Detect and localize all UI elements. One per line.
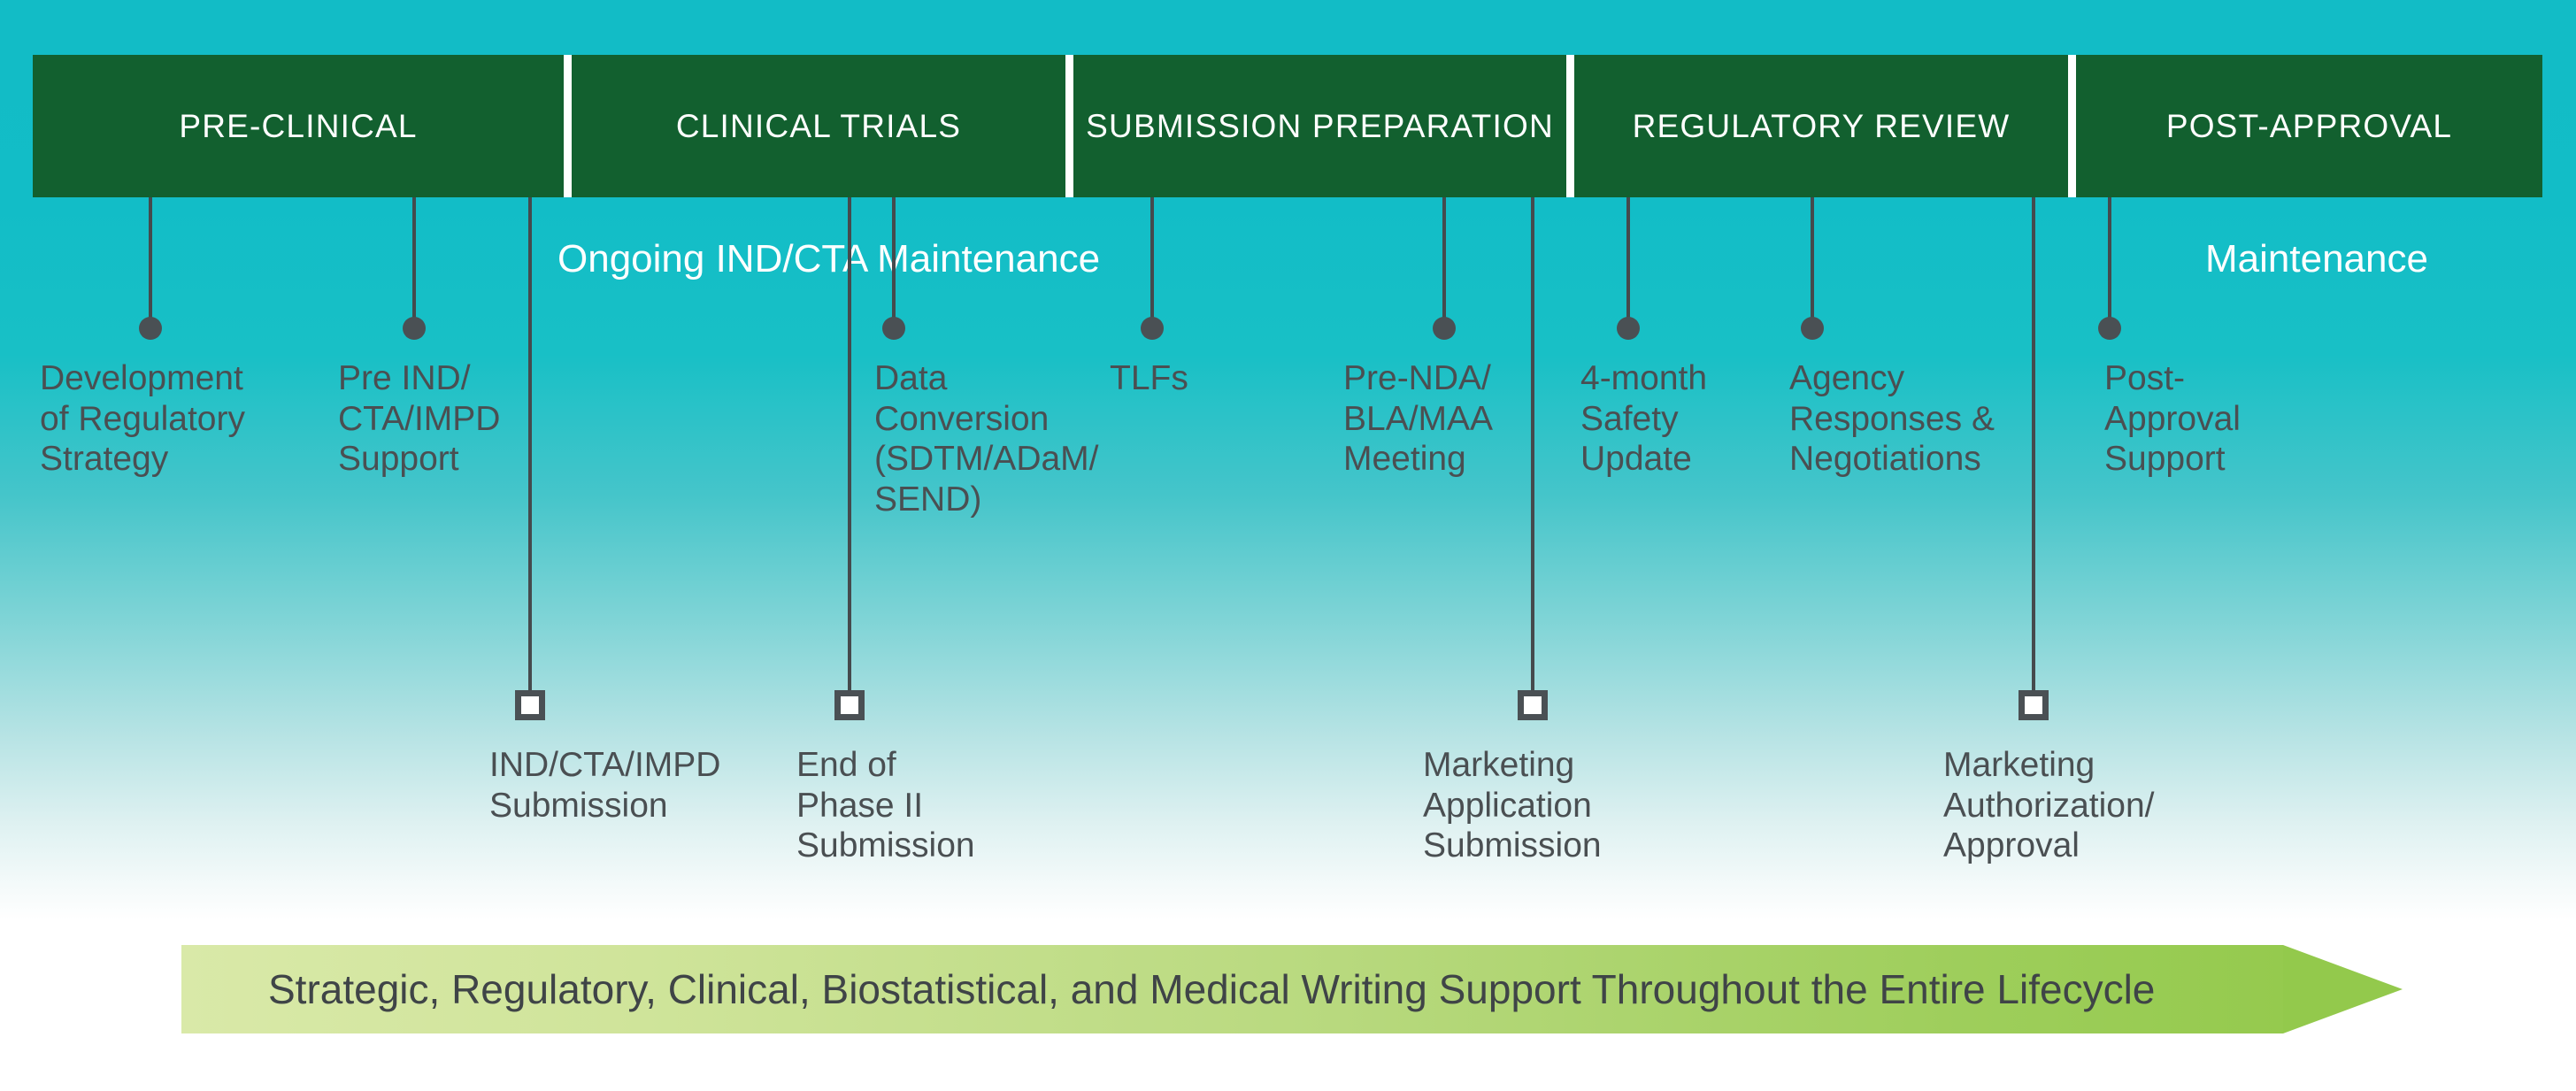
activity-marker-tlfs[interactable] [1141,317,1164,340]
activity-marker-development-of-regulatory-strategy[interactable] [139,317,162,340]
milestone-marker-marketing-application-submission[interactable] [1518,690,1548,720]
connector-activity-2 [412,197,416,321]
connector-activity-1 [149,197,152,321]
connector-activity-4 [1150,197,1154,321]
milestone-label-marketing-application-submission: Marketing Application Submission [1423,746,1602,865]
milestone-label-marketing-authorization-approval: Marketing Authorization/ Approval [1943,746,2155,865]
connector-milestone-2 [848,197,851,690]
connector-activity-5 [1442,197,1446,321]
lifecycle-support-banner: Strategic, Regulatory, Clinical, Biostat… [181,945,2403,1033]
connector-activity-8 [2108,197,2111,321]
activity-label-post-approval-support: Post- Approval Support [2104,359,2241,479]
milestone-marker-end-of-phase-ii-submission[interactable] [834,690,865,720]
connector-activity-3 [892,197,896,321]
activity-label-tlfs: TLFs [1110,359,1188,397]
activity-label-development-of-regulatory-strategy: Development of Regulatory Strategy [40,359,245,479]
phase-divider-4 [2068,55,2076,197]
milestone-marker-marketing-authorization-approval[interactable] [2019,690,2049,720]
activity-label-4-month-safety-update: 4-month Safety Update [1580,359,1708,479]
phase-regulatory-review[interactable]: REGULATORY REVIEW [1632,107,2011,144]
phase-clinical-trials[interactable]: CLINICAL TRIALS [675,107,962,144]
connector-activity-6 [1626,197,1630,321]
phase-divider-1 [564,55,572,197]
activity-label-agency-responses-negotiations: Agency Responses & Negotiations [1789,359,1995,479]
connector-milestone-4 [2032,197,2035,690]
connector-milestone-1 [528,197,532,690]
phase-pre-clinical[interactable]: PRE-CLINICAL [179,107,418,144]
banner-arrow-tip-icon [2283,945,2403,1033]
phase-divider-2 [1065,55,1073,197]
activity-marker-pre-ind-cta-impd-support[interactable] [403,317,426,340]
band-label-maintenance: Maintenance [2205,237,2428,280]
band-label-ongoing-maintenance: Ongoing IND/CTA Maintenance [557,237,1101,280]
phase-header-bar: PRE-CLINICAL CLINICAL TRIALS SUBMISSION … [33,55,2542,197]
activity-marker-agency-responses-negotiations[interactable] [1801,317,1824,340]
banner-text: Strategic, Regulatory, Clinical, Biostat… [268,966,2156,1012]
banner-body [181,945,2283,1033]
activity-marker-post-approval-support[interactable] [2098,317,2121,340]
milestone-marker-ind-cta-impd-submission[interactable] [515,690,545,720]
activity-marker-pre-nda-bla-maa-meeting[interactable] [1433,317,1456,340]
phase-submission-preparation[interactable]: SUBMISSION PREPARATION [1086,107,1554,144]
activity-marker-4-month-safety-update[interactable] [1617,317,1640,340]
phase-divider-3 [1566,55,1574,197]
activity-marker-data-conversion[interactable] [882,317,905,340]
connector-milestone-3 [1531,197,1534,690]
milestone-label-ind-cta-impd-submission: IND/CTA/IMPD Submission [489,746,721,825]
activity-label-data-conversion: Data Conversion (SDTM/ADaM/ SEND) [874,359,1099,519]
milestone-label-end-of-phase-ii-submission: End of Phase II Submission [796,746,975,865]
activity-label-pre-nda-bla-maa-meeting: Pre-NDA/ BLA/MAA Meeting [1343,359,1494,479]
phase-post-approval[interactable]: POST-APPROVAL [2165,107,2453,144]
activity-label-pre-ind-cta-impd-support: Pre IND/ CTA/IMPD Support [338,359,501,479]
connector-activity-7 [1811,197,1814,321]
